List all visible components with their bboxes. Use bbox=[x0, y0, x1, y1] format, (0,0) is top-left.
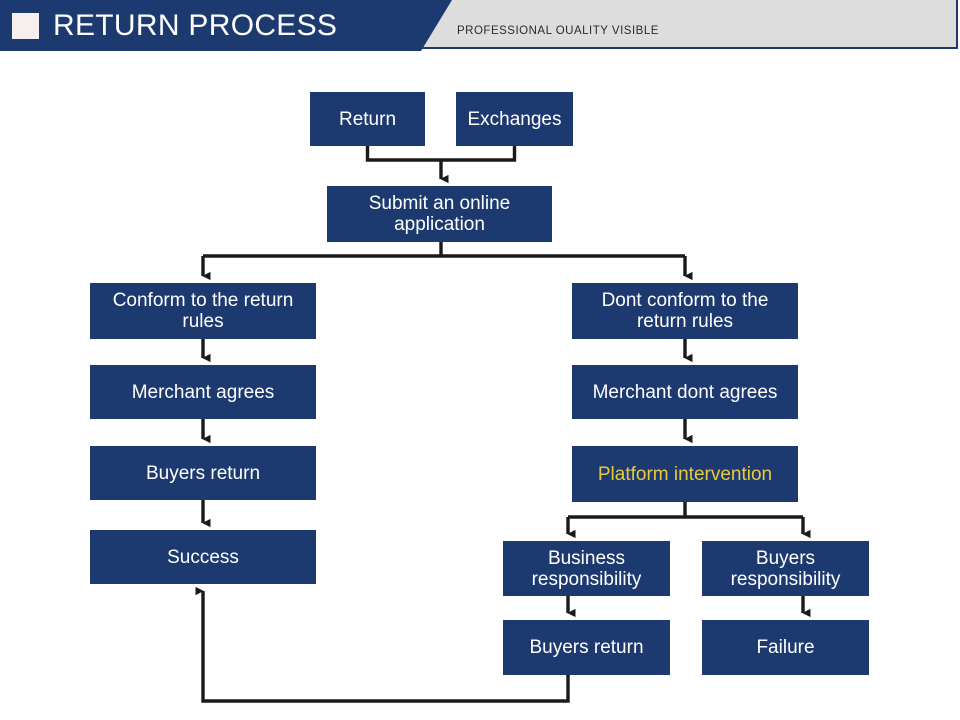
header-accent-panel bbox=[0, 0, 452, 51]
node-buyers-responsibility[interactable]: Buyers responsibility bbox=[702, 541, 869, 596]
node-label: Exchanges bbox=[467, 108, 562, 130]
node-success[interactable]: Success bbox=[90, 530, 316, 584]
node-submit-application[interactable]: Submit an online application bbox=[327, 186, 552, 242]
node-buyers-return-right[interactable]: Buyers return bbox=[503, 620, 670, 675]
node-business-responsibility[interactable]: Business responsibility bbox=[503, 541, 670, 596]
node-dont-conform-to-return-rules[interactable]: Dont conform to the return rules bbox=[572, 283, 798, 339]
node-label: Merchant dont agrees bbox=[592, 381, 778, 403]
node-platform-intervention[interactable]: Platform intervention bbox=[572, 446, 798, 502]
square-logo-icon bbox=[12, 13, 39, 39]
app-header: RETURN PROCESS PROFESSIONAL OUALITY VISI… bbox=[0, 0, 960, 51]
node-conform-to-return-rules[interactable]: Conform to the return rules bbox=[90, 283, 316, 339]
header-subtitle: PROFESSIONAL OUALITY VISIBLE bbox=[457, 25, 659, 37]
node-label: Buyers return bbox=[529, 637, 644, 658]
node-label: Platform intervention bbox=[597, 463, 773, 485]
node-buyers-return-left[interactable]: Buyers return bbox=[90, 446, 316, 500]
node-return[interactable]: Return bbox=[310, 92, 425, 146]
flowchart-connectors bbox=[195, 146, 811, 703]
node-label: Dont conform to the return rules bbox=[601, 290, 769, 332]
node-label: Buyers return bbox=[145, 462, 261, 484]
edge-buyers-return-right-to-success bbox=[195, 586, 570, 703]
node-failure[interactable]: Failure bbox=[702, 620, 869, 675]
node-label: Failure bbox=[756, 637, 815, 658]
node-merchant-dont-agrees[interactable]: Merchant dont agrees bbox=[572, 365, 798, 419]
node-label: Business responsibility bbox=[531, 547, 642, 590]
page-title: RETURN PROCESS bbox=[53, 9, 338, 42]
node-label: Submit an online application bbox=[368, 193, 511, 235]
node-label: Merchant agrees bbox=[131, 381, 275, 403]
flowchart-canvas: Return Exchanges Submit an online applic… bbox=[0, 51, 960, 720]
edge-return-to-submit bbox=[365, 146, 517, 162]
node-label: Return bbox=[338, 108, 397, 130]
node-merchant-agrees[interactable]: Merchant agrees bbox=[90, 365, 316, 419]
node-label: Buyers responsibility bbox=[730, 547, 841, 590]
node-label: Success bbox=[167, 546, 239, 568]
node-exchanges[interactable]: Exchanges bbox=[456, 92, 573, 146]
node-label: Conform to the return rules bbox=[112, 290, 294, 332]
